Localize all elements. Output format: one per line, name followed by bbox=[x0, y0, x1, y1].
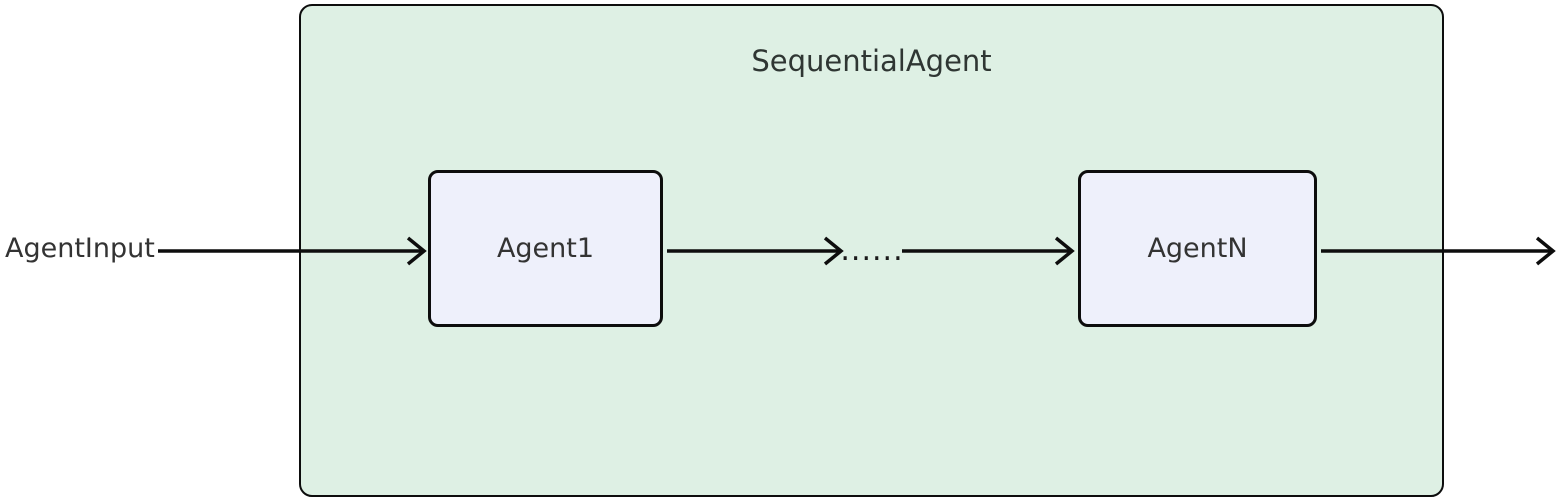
node-agentn-label: AgentN bbox=[1147, 233, 1248, 264]
agent-input-label: AgentInput bbox=[5, 233, 155, 264]
node-agentn: AgentN bbox=[1078, 170, 1317, 327]
node-agent1: Agent1 bbox=[428, 170, 663, 327]
sequential-agent-title: SequentialAgent bbox=[751, 44, 992, 78]
ellipsis-label: ...... bbox=[840, 233, 904, 268]
node-agent1-label: Agent1 bbox=[496, 233, 595, 264]
